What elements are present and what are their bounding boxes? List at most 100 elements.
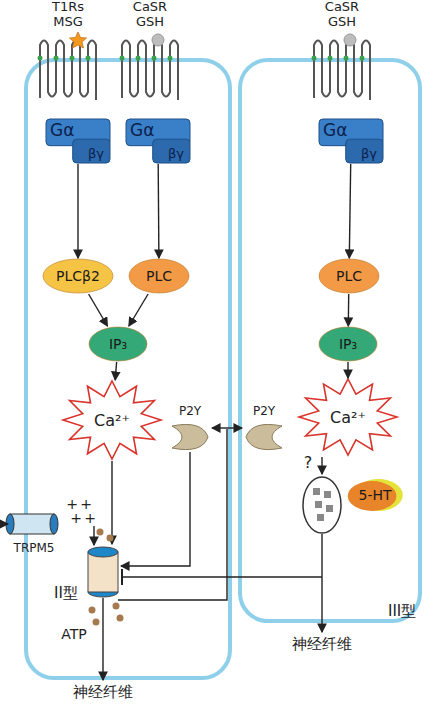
- enzyme-ellipse: IP₃: [318, 326, 378, 362]
- ellipse-outline: [89, 327, 147, 361]
- receptor-label: CaSR GSH: [128, 0, 172, 30]
- signal-arrow: [347, 362, 348, 378]
- signal-arrow: [129, 294, 148, 326]
- g-betagamma-block: [153, 139, 190, 163]
- shape-outline: [4, 508, 64, 540]
- receptor-label: T1Rs MSG: [46, 0, 90, 30]
- nerve-fiber-label: 神经纤维: [63, 684, 143, 701]
- signal-arrow: [0, 523, 8, 524]
- ligand-ball: [152, 34, 164, 46]
- g-protein-label: βγ: [88, 146, 104, 161]
- signal-arrow: [321, 457, 322, 474]
- signal-arrow: [121, 452, 190, 566]
- channel-end: [50, 514, 58, 534]
- ligand-star: [70, 32, 87, 48]
- cation-sign: +: [84, 510, 96, 526]
- cell-type-label: III型: [388, 602, 416, 621]
- serotonin-blob: 5-HT: [346, 478, 404, 512]
- node-text: IP₃: [339, 336, 357, 352]
- enzyme-ellipse: IP₃: [88, 326, 148, 362]
- receptor-symbol: [120, 41, 179, 101]
- receptor-symbol: [38, 41, 97, 101]
- g-protein-box: Gαβγ: [125, 118, 191, 164]
- vesicle: [303, 477, 341, 533]
- node-text: PLC: [336, 268, 362, 284]
- ellipse-outline: [43, 259, 113, 293]
- node-text: Ca²⁺: [330, 408, 366, 427]
- cation-sign: +: [70, 510, 82, 526]
- atp-label: ATP: [56, 626, 92, 642]
- vesicle-content: [324, 491, 331, 498]
- g-protein-label: Gα: [130, 120, 154, 140]
- channel-end: [6, 514, 14, 534]
- nerve-fiber-label: 神经纤维: [282, 636, 362, 653]
- cell-type-label: II型: [54, 584, 78, 603]
- cation-sign: +: [66, 496, 78, 512]
- star-outline: [63, 381, 161, 459]
- atp-dot: [107, 535, 114, 542]
- signal-arrow: [77, 164, 78, 258]
- atp-line: [118, 429, 227, 600]
- p2y-crescent: [172, 424, 208, 449]
- g-protein-box: Gαβγ: [45, 118, 111, 164]
- signal-arrow: [212, 427, 242, 428]
- atp-channel: [88, 552, 118, 592]
- signal-arrow: [111, 461, 112, 544]
- g-protein-label: βγ: [361, 146, 377, 161]
- receptor-label: CaSR GSH: [320, 0, 364, 30]
- blob-outline: [348, 481, 397, 511]
- channel-end: [88, 587, 118, 597]
- shape-outline: [242, 422, 286, 452]
- taste-cell: II型GαβγGαβγPLCβ2PLCIP₃Ca²⁺TRPM5P2Y: [24, 58, 232, 680]
- g-protein-label: Gα: [50, 120, 74, 140]
- node-text: PLCβ2: [56, 268, 100, 284]
- g-betagamma-block: [346, 139, 383, 163]
- g-protein-box: Gαβγ: [318, 118, 384, 164]
- atp-dot: [89, 607, 96, 614]
- ligand-ball: [344, 34, 356, 46]
- channel-body: [10, 514, 54, 534]
- vesicle-content: [315, 501, 322, 508]
- atp-dot: [117, 615, 124, 622]
- signal-arrow: [348, 294, 350, 326]
- vesicle-content: [317, 514, 324, 521]
- node-text: IP₃: [109, 336, 127, 352]
- signal-arrow: [115, 362, 116, 380]
- inhibition-bar: [121, 569, 123, 585]
- star-outline: [299, 379, 397, 455]
- atp-dot: [97, 529, 104, 536]
- inhibition-line: [123, 576, 322, 577]
- node-text: PLC: [146, 268, 172, 284]
- g-protein-label: Gα: [323, 120, 347, 140]
- signal-arrow: [157, 164, 159, 258]
- ellipse-outline: [319, 327, 377, 361]
- node-text: 5-HT: [358, 487, 391, 503]
- p2y-crescent: [246, 424, 282, 449]
- calcium-star: Ca²⁺: [298, 378, 398, 456]
- node-text: Ca²⁺: [94, 411, 130, 430]
- g-betagamma-block: [73, 139, 110, 163]
- receptor-label: P2Y: [242, 404, 286, 418]
- signal-arrow: [102, 598, 103, 680]
- p2y-receptor: P2Y: [242, 404, 286, 452]
- signal-arrow: [349, 164, 350, 258]
- channel-label: TRPM5: [4, 541, 64, 555]
- p2y-receptor: P2Y: [168, 404, 212, 452]
- channel-end: [88, 547, 118, 557]
- vesicle-content: [313, 488, 320, 495]
- signal-arrow: [321, 534, 322, 632]
- calcium-star: Ca²⁺: [62, 380, 162, 460]
- enzyme-ellipse: PLC: [318, 258, 380, 294]
- atp-dot: [113, 603, 120, 610]
- shape-outline: [168, 422, 212, 452]
- signal-arrow: [93, 526, 94, 545]
- atp-dot: [93, 619, 100, 626]
- trpm5-channel: TRPM5: [4, 508, 64, 558]
- vesicle-content: [326, 505, 333, 512]
- ellipse-outline: [129, 259, 189, 293]
- cation-sign: +: [80, 496, 92, 512]
- question-mark: ?: [300, 454, 316, 472]
